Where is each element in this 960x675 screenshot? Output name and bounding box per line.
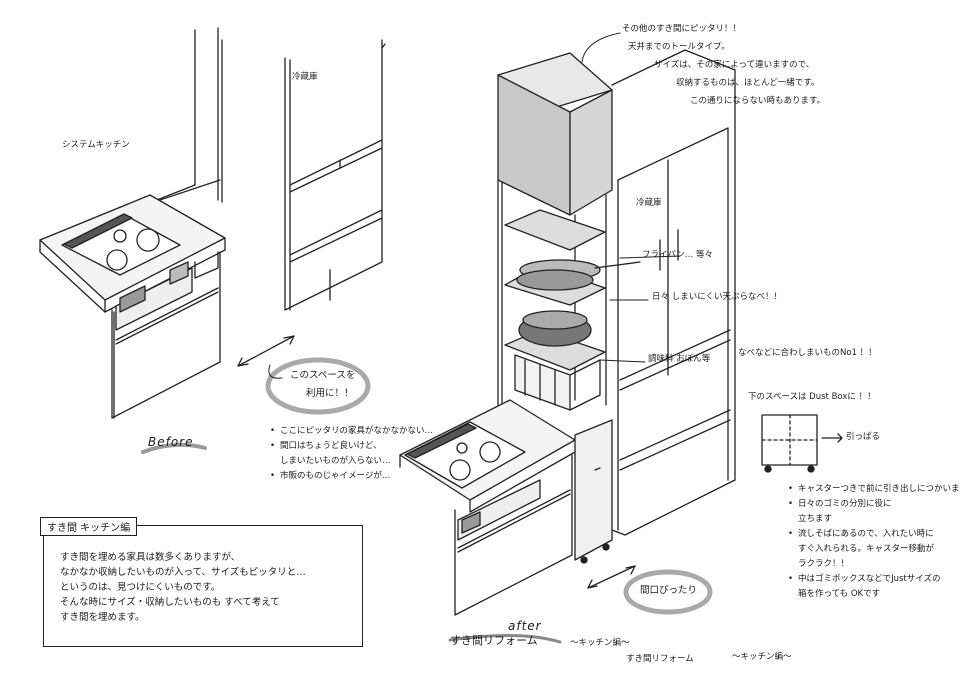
after-fridge [611,49,736,536]
opening-highlight [623,569,713,615]
right-bullet: ラクラク！！ [798,559,850,569]
after-kitchen [399,399,613,616]
label-opening: 間口ぴったり [640,585,698,596]
tall-note-2: 天井までのトールタイプ。 [628,42,730,52]
note-box: すき間 キッチン編 すき間を埋める家具は数多くありますが、 なかなか収納したいも… [40,517,363,647]
note-line: すき間を埋めます。 [60,612,145,623]
label-pull: 引っぱる [846,432,881,442]
footer-kitchen-2: ～キッチン編～ [732,652,792,662]
label-use-space: このスペースを [290,370,356,381]
after-swoosh [448,633,562,644]
after-tall-storage [497,52,641,431]
leader-lines [268,32,681,379]
label-before: Before [148,435,194,449]
tall-note-4: 収納するものは、ほとんど一緒です。 [676,78,820,88]
before-fridge [284,39,386,311]
note-box-title: すき間 キッチン編 [40,517,138,536]
note-box-body: すき間を埋める家具は数多くありますが、 なかなか収納したいものが入って、サイズも… [60,550,306,625]
right-bullet: •中はゴミボックスなどでJustサイズの [788,574,941,584]
tall-note-3: サイズは、その家によって違いますので、 [654,60,815,70]
mid-bullet: •市販のものじゃイメージが… [270,471,391,481]
label-after: after [508,619,542,633]
label-fridge-before: 冷蔵庫 [292,72,318,82]
right-bullet: 箱を作っても OKです [798,589,881,599]
mid-bullet: •間口はちょうど良いけど、 [270,441,382,451]
before-kitchen [39,194,226,419]
right-bullet: すぐ入れられる。キャスター移動が [798,544,935,554]
label-fridge-after: 冷蔵庫 [636,198,662,208]
label-frying-pan: フライパン… 等々 [642,250,713,260]
label-seasoning-note: なべなどに合わしまいものNo1 ！！ [738,348,877,358]
label-system-kitchen: システムキッチン [62,140,130,150]
label-pots: 日々 しまいにくい天ぷらなべ！！ [652,292,783,302]
right-bullet-list: •キャスターつきで前に引き出しにつかいます •日々のゴミの分別に役に 立ちます … [788,482,960,602]
label-use-space-2: 利用に！！ [306,388,354,399]
right-bullet: •キャスターつきで前に引き出しにつかいます [788,484,960,494]
right-bullet: •日々のゴミの分別に役に [788,499,892,509]
footer-kitchen: ～キッチン編～ [570,638,630,648]
callout-highlight [265,357,371,415]
mid-bullet: •ここにピッタリの家具がなかなかない… [270,426,434,436]
footer-reform: すき間リフォーム [450,634,538,647]
mid-bullet-list: •ここにピッタリの家具がなかなかない… •間口はちょうど良いけど、 しまいたいも… [270,424,433,484]
dustbox-inset [761,414,843,473]
label-seasoning: 調味料 おぼん等 [648,354,711,364]
right-bullet: 立ちます [798,514,833,524]
note-line: そんな時にサイズ・収納したいものも すべて考えて [60,597,280,608]
tall-note-5: この通りにならない時もあります。 [690,96,826,106]
note-line: なかなか収納したいものが入って、サイズもピッタリと… [60,567,306,578]
after-gap-arrow [587,565,636,589]
before-swoosh [141,442,207,454]
mid-bullet: しまいたいものが入らない… [280,456,391,466]
right-bullet: •流しそばにあるので、入れたい時に [788,529,934,539]
label-dust-box: 下のスペースは Dust Boxに ！！ [748,392,876,402]
tall-note-1: その他のすき間にピッタリ！！ [622,24,742,34]
note-line: すき間を埋める家具は数多くありますが、 [60,552,241,563]
footer-reform-2: すき間リフォーム [626,654,694,664]
before-gap-arrow [237,335,295,367]
note-line: というのは、見つけにくいものです。 [60,582,221,593]
